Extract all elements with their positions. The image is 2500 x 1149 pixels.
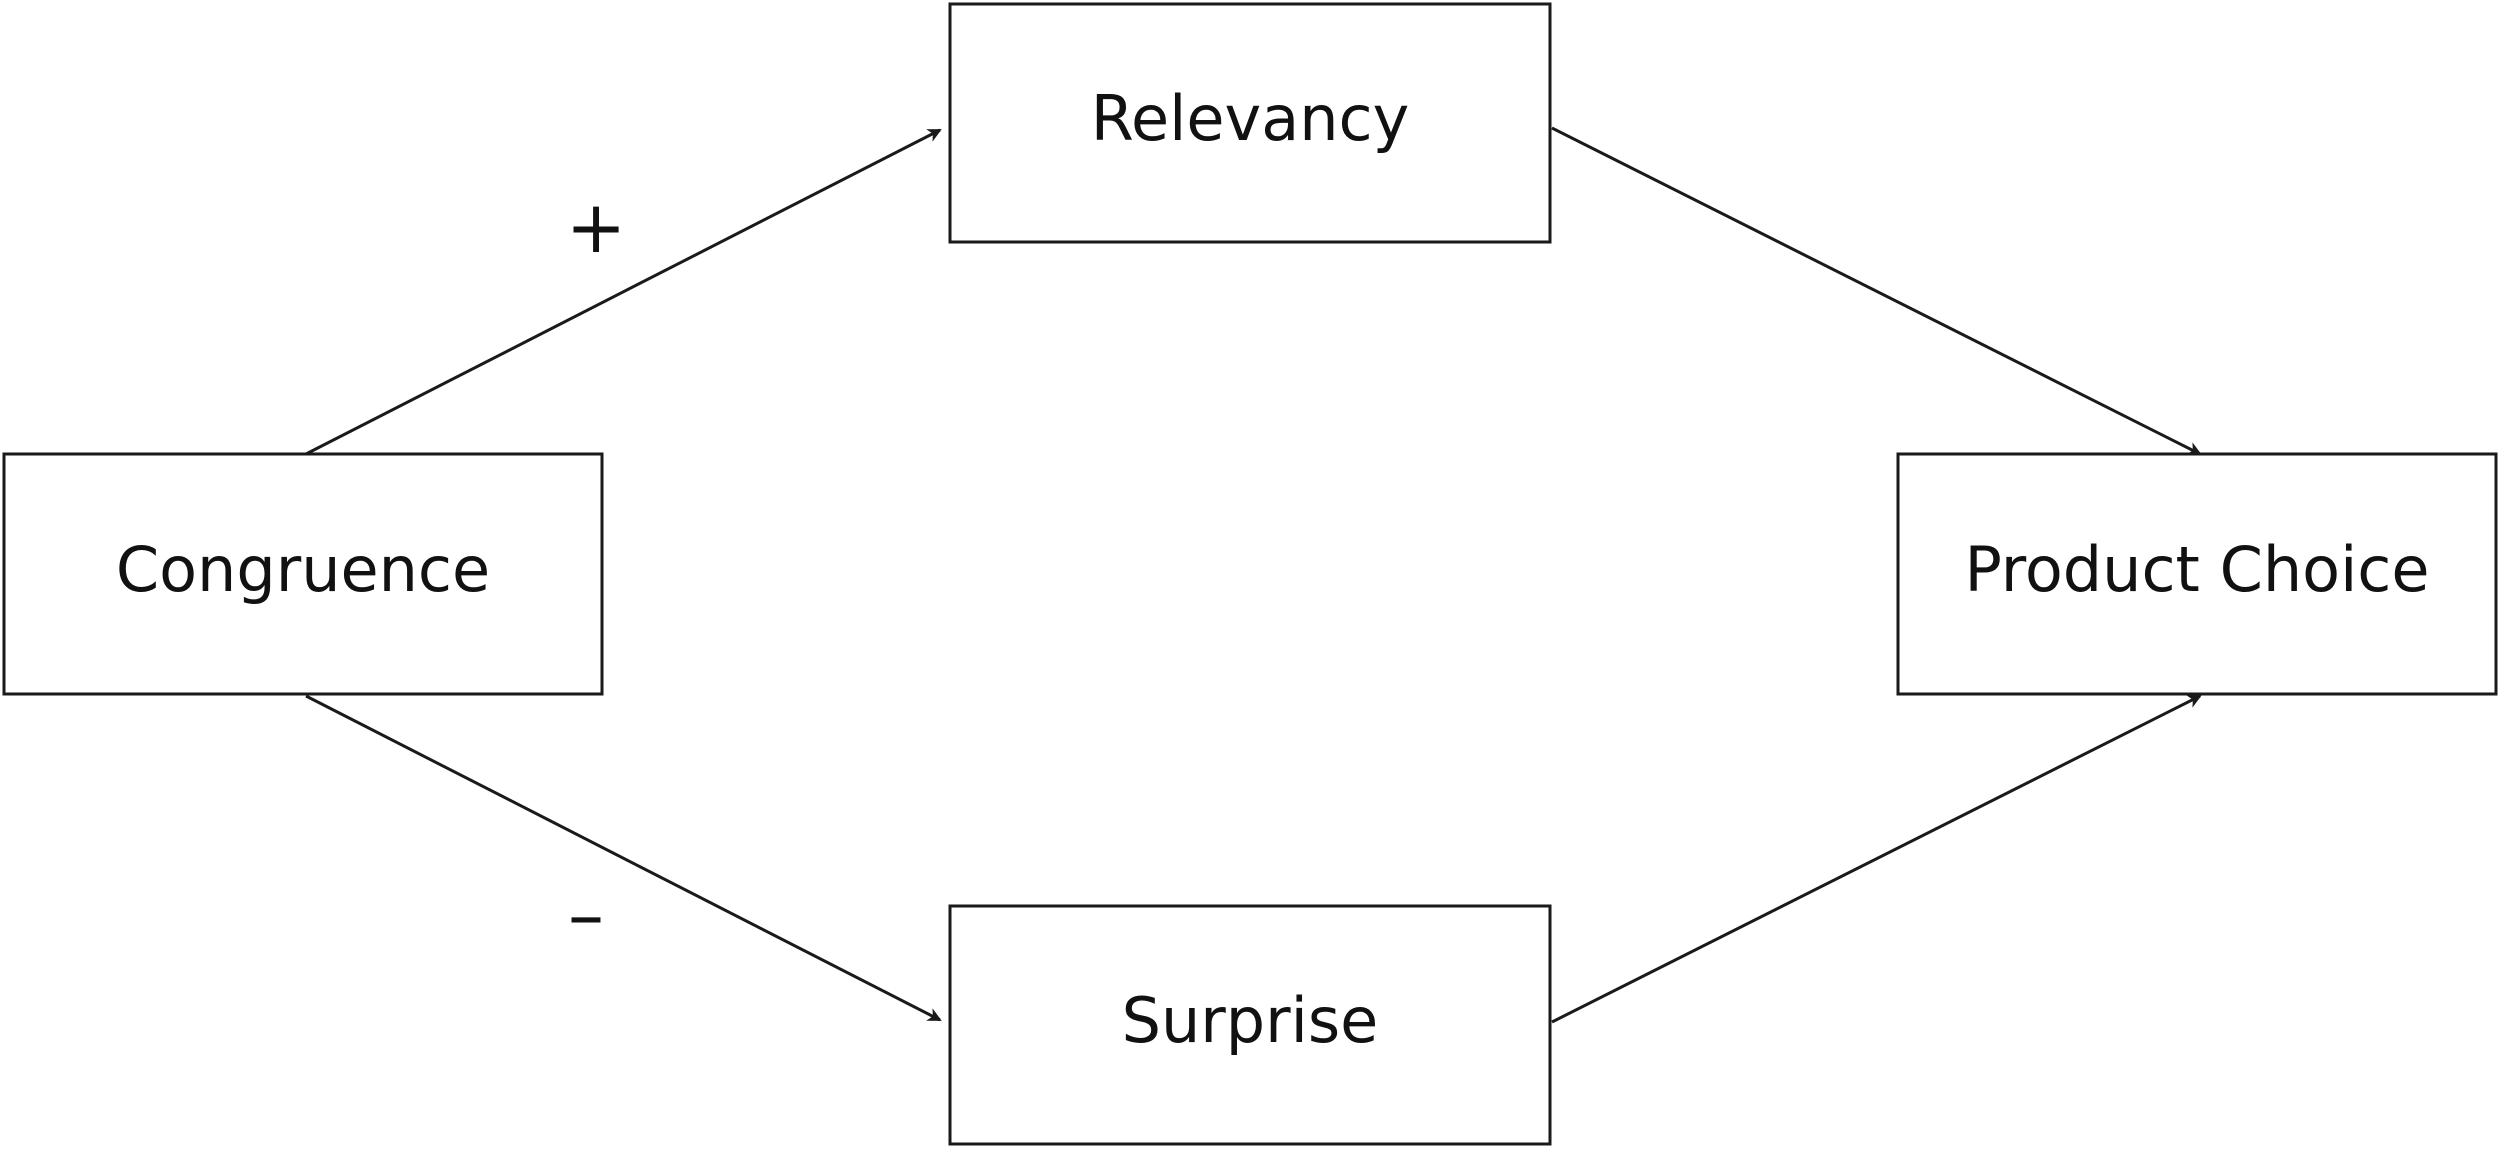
edge-congruence-surprise xyxy=(305,694,942,1022)
node-congruence: Congruence xyxy=(2,452,604,696)
node-surprise: Surprise xyxy=(948,904,1552,1146)
edge-surprise-product-choice xyxy=(1551,694,2202,1024)
node-relevancy-label: Relevancy xyxy=(1091,82,1410,155)
edge-sign-positive: + xyxy=(566,185,626,269)
node-surprise-label: Surprise xyxy=(1122,984,1379,1057)
edge-relevancy-product-choice xyxy=(1551,126,2202,456)
node-product-choice-label: Product Choice xyxy=(1964,533,2429,606)
node-congruence-label: Congruence xyxy=(116,533,490,606)
edge-sign-negative: – xyxy=(568,873,604,957)
node-product-choice: Product Choice xyxy=(1896,452,2498,696)
edge-congruence-relevancy xyxy=(305,128,942,456)
node-relevancy: Relevancy xyxy=(948,2,1552,244)
